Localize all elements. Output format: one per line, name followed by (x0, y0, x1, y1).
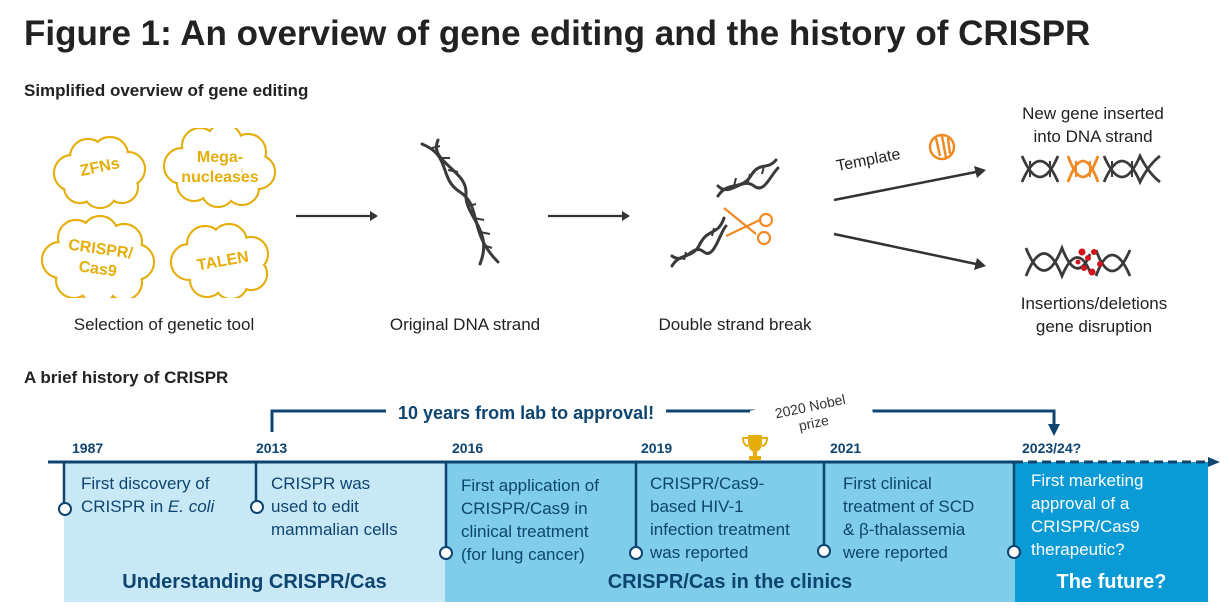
year-2023-24: 2023/24? (1022, 440, 1082, 456)
event-text-2021: First clinical treatment of SCD & β-thal… (843, 474, 975, 562)
figure-title: Figure 1: An overview of gene editing an… (24, 14, 1091, 53)
event-text-2013: CRISPR was used to edit mammalian cells (271, 474, 398, 539)
step3-caption: Double strand break (658, 315, 812, 334)
event-dot-2023-24 (1007, 545, 1021, 559)
tool-label-meganucleases: Mega- nucleases (181, 149, 259, 186)
step2-caption: Original DNA strand (389, 315, 541, 334)
year-1987: 1987 (72, 440, 104, 456)
era-band-understanding (64, 462, 445, 602)
era-label-understanding: Understanding CRISPR/Cas (122, 571, 387, 593)
event-dot-1987 (58, 502, 72, 516)
event-dot-2013 (250, 500, 264, 514)
disrupted-gene-dna-icon (1024, 244, 1132, 280)
trophy-icon (741, 435, 769, 460)
event-dot-2019 (629, 546, 643, 560)
inserted-gene-dna-icon (1020, 152, 1161, 186)
outcome-bottom-caption: Insertions/deletions gene disruption (1020, 294, 1168, 336)
era-label-future: The future? (1056, 571, 1167, 593)
year-2019: 2019 (641, 440, 673, 456)
timeline-stems (62, 462, 1016, 548)
era-band-future (1015, 462, 1208, 602)
year-2021: 2021 (830, 440, 862, 456)
event-dot-2021 (817, 544, 831, 558)
mutation-icon (1075, 248, 1103, 276)
template-dna-icon (928, 133, 956, 161)
event-text-2019: CRISPR/Cas9- based HIV-1 infection treat… (650, 474, 790, 562)
arrow-to-dna (296, 211, 378, 221)
event-text-2016: First application of CRISPR/Cas9 in clin… (461, 476, 599, 564)
tool-clouds (40, 128, 277, 298)
dna-helix-icon (420, 138, 500, 266)
year-2016: 2016 (452, 440, 484, 456)
era-band-clinics (445, 462, 1015, 602)
step1-caption: Selection of genetic tool (73, 315, 255, 334)
history-heading: A brief history of CRISPR (24, 368, 229, 387)
event-text-2023-24: First marketing approval of a CRISPR/Cas… (1031, 471, 1144, 559)
era-label-clinics: CRISPR/Cas in the clinics (607, 571, 853, 593)
event-dot-2016 (439, 546, 453, 560)
double-strand-break-icon (670, 158, 780, 268)
ten-years-banner: 10 years from lab to approval! (386, 403, 667, 424)
branch-arrows (833, 166, 986, 270)
outcome-top-caption: New gene inserted into DNA strand (1022, 104, 1164, 146)
overview-heading: Simplified overview of gene editing (24, 81, 309, 100)
arrow-to-break (548, 211, 630, 221)
year-2013: 2013 (256, 440, 288, 456)
timeline-axis (48, 457, 1220, 467)
scissors-icon (723, 207, 774, 246)
